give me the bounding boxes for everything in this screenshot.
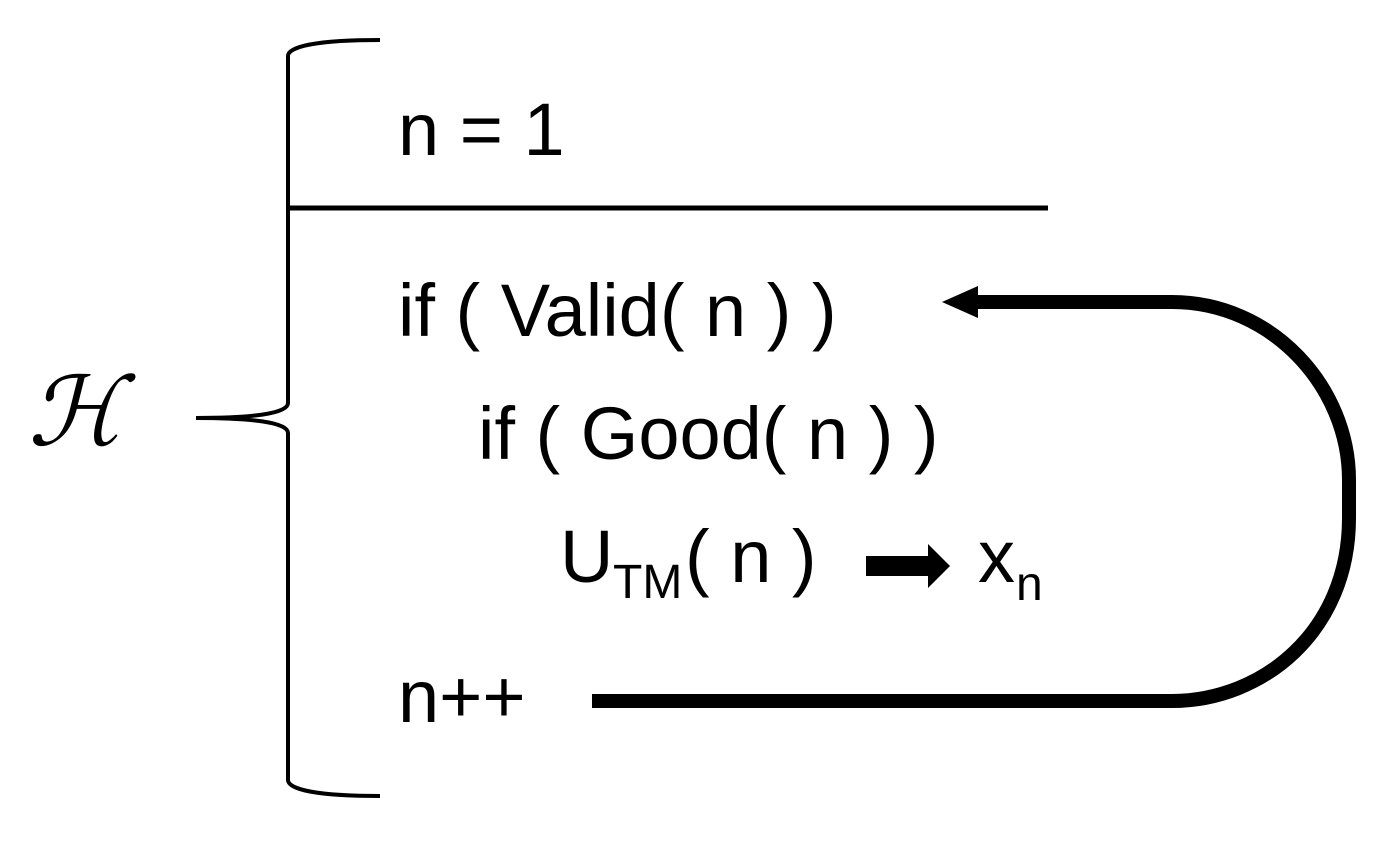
- output-arrow-icon: [866, 544, 950, 588]
- left-brace: [195, 38, 381, 798]
- output-subscript: n: [1016, 558, 1043, 611]
- output-base: x: [978, 515, 1015, 598]
- loop-back-path: [592, 295, 1356, 708]
- init-statement: n = 1: [398, 88, 565, 171]
- utm-argument: ( n ): [685, 515, 817, 598]
- increment-statement: n++: [398, 655, 526, 738]
- utm-subscript: TM: [613, 556, 682, 609]
- valid-condition: if ( Valid( n ) ): [398, 269, 837, 352]
- hypothesis-symbol: ℋ: [28, 356, 136, 468]
- loop-arrow-head-icon: [942, 286, 978, 318]
- utm-base: U: [560, 515, 613, 598]
- good-condition: if ( Good( n ) ): [478, 392, 939, 475]
